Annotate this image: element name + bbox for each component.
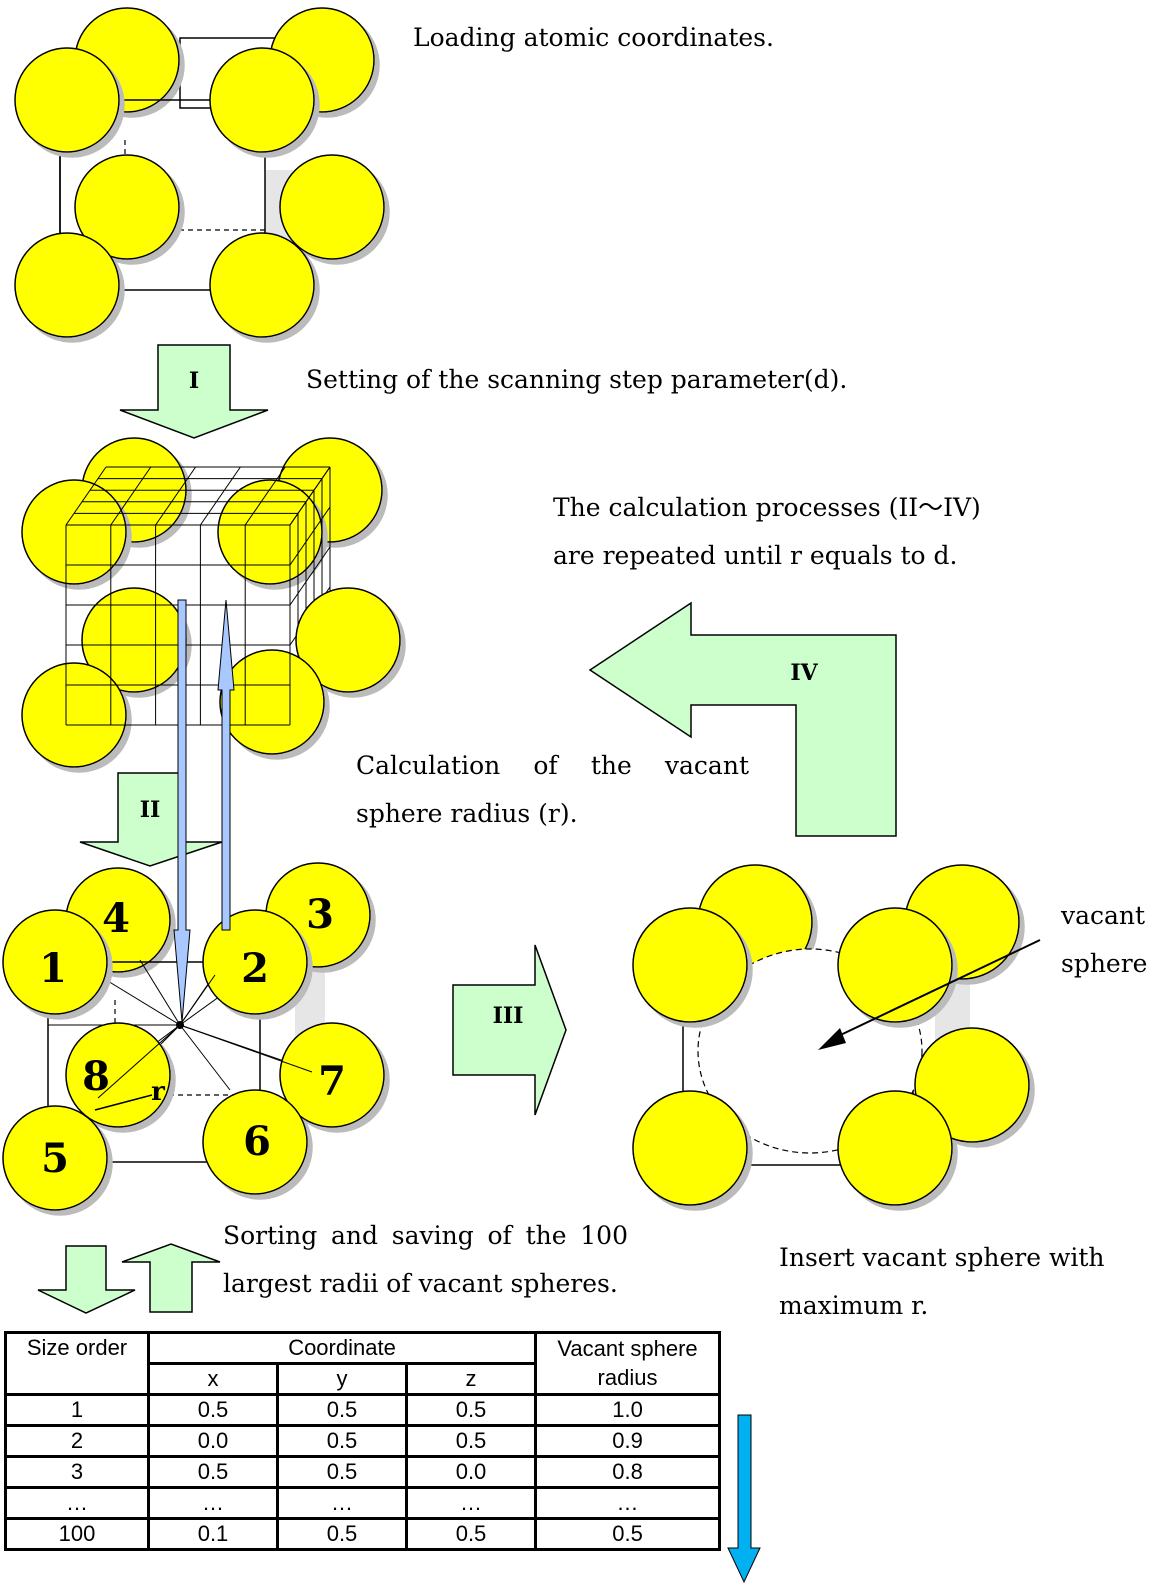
table-row: 100 0.1 0.5 0.5 0.5 <box>4 1517 722 1551</box>
atom-label-6: 6 <box>243 1118 271 1165</box>
step-insert-line1: Insert vacant sphere with <box>779 1243 1105 1272</box>
cell-order: 100 <box>4 1517 150 1551</box>
vacant-label-line1: vacant <box>1061 901 1146 930</box>
step-repeat-line1: The calculation processes (II～IV) <box>553 493 981 522</box>
table-row: 3 0.5 0.5 0.0 0.8 <box>4 1455 722 1489</box>
atom-label-8: 8 <box>82 1053 110 1100</box>
cube-vacant-sphere <box>632 864 1041 1206</box>
cell-z: 0.5 <box>404 1424 538 1458</box>
cell-y: 0.5 <box>276 1393 408 1427</box>
descending-order-arrow <box>727 1414 761 1584</box>
vacant-sphere-table: Size order Coordinate Vacant sphere x y … <box>4 1331 722 1551</box>
table-row: 1 0.5 0.5 0.5 1.0 <box>4 1393 722 1427</box>
table-row: … … … … … <box>4 1486 722 1520</box>
sort-arrows <box>37 1243 221 1314</box>
step-arrow-I <box>119 344 269 439</box>
arrow-label-I: I <box>189 368 199 394</box>
header-radius-line1: Vacant sphere <box>534 1331 722 1364</box>
header-x: x <box>147 1362 279 1396</box>
cell-y: 0.5 <box>276 1455 408 1489</box>
step-repeat-line2: are repeated until r equals to d. <box>553 541 958 570</box>
cell-order: 3 <box>4 1455 150 1489</box>
cell-radius: 1.0 <box>534 1393 722 1427</box>
header-size-order: Size order <box>4 1331 150 1396</box>
cell-z: 0.5 <box>404 1517 538 1551</box>
header-coordinate: Coordinate <box>146 1331 538 1365</box>
cell-y: 0.5 <box>276 1517 408 1551</box>
atom-label-7: 7 <box>318 1058 346 1105</box>
cell-z: 0.5 <box>404 1393 538 1427</box>
atom-label-4: 4 <box>102 895 130 942</box>
step-arrow-IV <box>588 601 897 837</box>
step-insert-line2: maximum r. <box>779 1291 929 1320</box>
header-y: y <box>276 1362 408 1396</box>
header-radius-line2: radius <box>534 1363 722 1396</box>
atom-label-3: 3 <box>306 891 334 938</box>
cube-atoms-numbered <box>2 862 385 1211</box>
step-setting-text: Setting of the scanning step parameter(d… <box>306 365 848 394</box>
cell-order: 1 <box>4 1393 150 1427</box>
table-subheader-row: x y z radius <box>6 1362 722 1396</box>
atom-label-5: 5 <box>41 1135 69 1182</box>
step-sort-line1: Sorting and saving of the 100 <box>223 1221 628 1250</box>
arrow-label-II: II <box>140 797 161 823</box>
cell-y: … <box>276 1486 408 1520</box>
step-arrow-III <box>452 944 567 1116</box>
step-load-text: Loading atomic coordinates. <box>413 23 774 52</box>
cell-order: 2 <box>4 1424 150 1458</box>
cell-x: 0.5 <box>147 1393 279 1427</box>
cell-z: 0.0 <box>404 1455 538 1489</box>
step-sort-line2: largest radii of vacant spheres. <box>223 1269 618 1298</box>
scan-arrows <box>173 599 235 1023</box>
arrow-label-III: III <box>493 1003 524 1029</box>
table-header-row: Size order Coordinate Vacant sphere <box>4 1331 722 1396</box>
cube-atoms-grid <box>21 437 401 768</box>
cube-atoms-initial <box>14 7 385 338</box>
step-calc-line2: sphere radius (r). <box>356 799 578 828</box>
cell-x: 0.1 <box>147 1517 279 1551</box>
cell-radius: … <box>534 1486 722 1520</box>
header-z: z <box>404 1362 538 1396</box>
radius-label: r <box>151 1077 165 1107</box>
table-row: 2 0.0 0.5 0.5 0.9 <box>4 1424 722 1458</box>
vacant-label-line2: sphere <box>1061 949 1148 978</box>
cell-x: … <box>147 1486 279 1520</box>
cell-radius: 0.5 <box>534 1517 722 1551</box>
cell-x: 0.0 <box>147 1424 279 1458</box>
arrow-label-IV: IV <box>790 660 818 686</box>
cell-radius: 0.8 <box>534 1455 722 1489</box>
step-calc-line1: Calculation of the vacant <box>356 751 749 780</box>
cell-y: 0.5 <box>276 1424 408 1458</box>
cell-radius: 0.9 <box>534 1424 722 1458</box>
atom-label-2: 2 <box>241 945 269 992</box>
cell-z: … <box>404 1486 538 1520</box>
atom-label-1: 1 <box>39 945 67 992</box>
cell-order: … <box>4 1486 150 1520</box>
cell-x: 0.5 <box>147 1455 279 1489</box>
